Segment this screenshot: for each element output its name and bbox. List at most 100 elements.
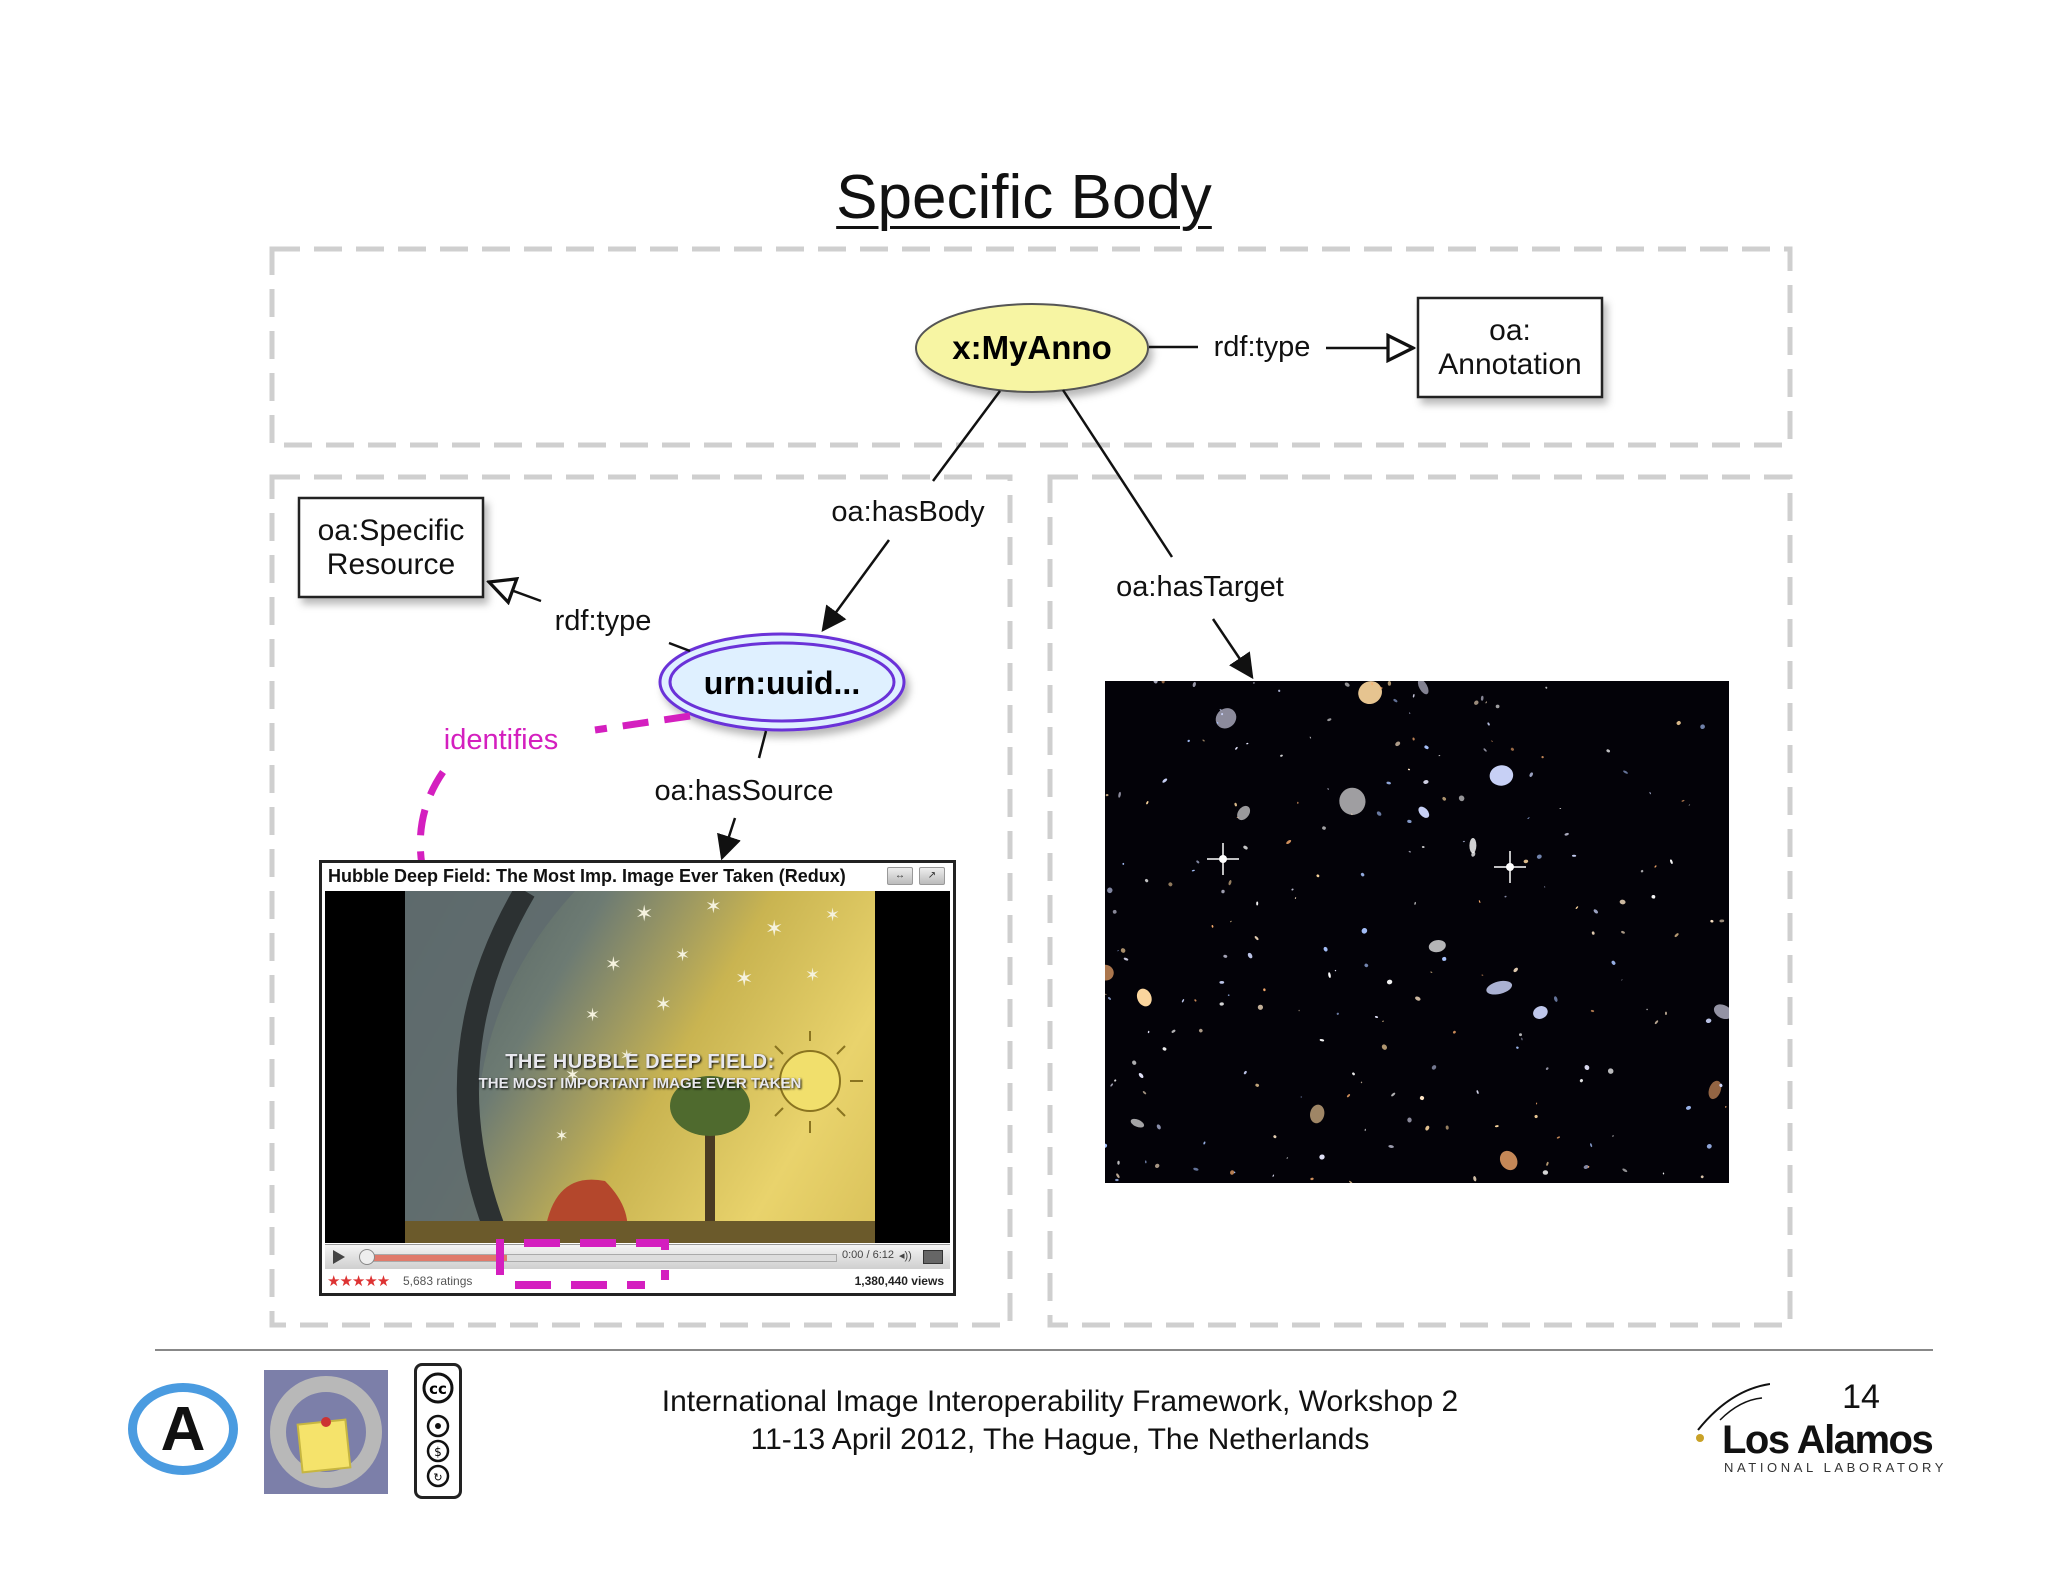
galaxy [1273,1135,1277,1139]
galaxy [1407,768,1411,771]
galaxy [1216,721,1219,724]
galaxy [1713,1004,1729,1020]
galaxy [1499,1150,1518,1171]
lab-subtitle: NATIONAL LABORATORY [1724,1460,1947,1475]
galaxy [1114,1079,1117,1082]
play-icon[interactable] [333,1250,345,1264]
galaxy [1649,791,1651,795]
galaxy [1611,960,1616,965]
has-source-arrow [717,817,741,861]
expand-button[interactable]: ↔ [887,867,913,885]
galaxy [1469,838,1477,854]
galaxy [1132,1060,1137,1065]
galaxy [1339,787,1366,815]
galaxy [1491,740,1493,742]
galaxy [1223,954,1228,958]
galaxy [1412,737,1415,741]
rating-stars[interactable]: ★★★★★ [327,1273,390,1290]
svg-text:✶: ✶ [605,954,622,976]
galaxy [1386,781,1391,785]
galaxy [1280,754,1283,757]
galaxy [1257,1004,1263,1010]
galaxy [1579,1078,1583,1083]
galaxy [1192,681,1196,688]
annotation-logo-letter: A [160,1394,206,1464]
galaxy [1654,865,1657,868]
volume-icon[interactable]: ◂)) [899,1250,912,1262]
galaxy [1407,819,1412,824]
galaxy [1130,1118,1145,1128]
galaxy [1116,1173,1120,1179]
galaxy [1478,900,1481,904]
galaxy [1593,909,1599,914]
galaxy [1612,1135,1614,1137]
svg-text:✶: ✶ [635,901,653,926]
video-overlay-subtitle: THE MOST IMPORTANT IMAGE EVER TAKEN [478,1075,802,1092]
block-button[interactable]: ↗ [919,867,945,885]
video-controls: 0:00 / 6:12 ◂)) [325,1244,950,1269]
galaxy [1421,846,1425,848]
galaxy [1640,869,1644,873]
event-dates: 11-13 April 2012, The Hague, The Netherl… [750,1423,1370,1456]
galaxy [1572,854,1577,857]
galaxy [1688,804,1691,806]
has-body-label: oa:hasBody [831,496,985,528]
galaxy [1541,755,1544,759]
flammarion-engraving: ✶✶ ✶✶ ✶✶ ✶✶ ✶✶ ✶✶ ✶ [405,891,875,1243]
galaxy [1438,755,1441,757]
galaxy [1523,859,1529,864]
galaxy [1168,882,1173,887]
video-screen[interactable]: ✶✶ ✶✶ ✶✶ ✶✶ ✶✶ ✶✶ ✶ [325,891,950,1243]
galaxy [1591,931,1595,935]
galaxy [1255,1083,1260,1087]
type-body-arrow [489,582,542,601]
galaxy [1252,682,1255,684]
galaxy [1424,745,1429,750]
galaxy [1319,1154,1325,1160]
svg-text:✶: ✶ [805,965,820,985]
galaxy [1670,859,1673,864]
galaxy [1414,901,1416,905]
has-body-line-a [931,390,1002,482]
galaxy [1393,698,1398,703]
galaxy [1153,681,1158,684]
galaxy [1122,862,1125,865]
galaxy [1310,1177,1314,1181]
seek-handle[interactable] [359,1249,375,1265]
galaxy [1286,1157,1289,1159]
galaxy [1529,772,1533,777]
galaxy [1387,681,1392,686]
fullscreen-icon[interactable] [923,1250,943,1264]
galaxy [1344,682,1350,687]
galaxy [1117,1160,1120,1165]
identifies-link-a [594,712,691,734]
galaxy [1516,1046,1519,1049]
galaxy [1417,681,1429,695]
galaxy [1181,999,1185,1003]
galaxy [1156,1124,1161,1130]
galaxy [1725,1106,1727,1108]
galaxy [1504,895,1507,898]
galaxy [1358,681,1382,705]
galaxy [1452,1030,1456,1034]
galaxy [1351,813,1353,816]
galaxy [1120,948,1126,953]
galaxy [1542,1170,1549,1175]
galaxy [1211,925,1214,928]
galaxy [1364,1128,1367,1132]
galaxy [1105,1143,1108,1148]
galaxy [1425,1125,1430,1131]
galaxy [1316,874,1320,878]
galaxy [1473,1176,1477,1182]
seek-buffered [366,1255,507,1261]
galaxy [1243,1070,1247,1075]
event-name: International Image Interoperability Fra… [661,1385,1459,1418]
type-top-label: rdf:type [1214,331,1311,363]
video-player[interactable]: Hubble Deep Field: The Most Imp. Image E… [319,860,956,1296]
engraving-art: ✶✶ ✶✶ ✶✶ ✶✶ ✶✶ ✶✶ ✶ [405,891,875,1243]
galaxy [1418,806,1430,818]
body-type-box [297,496,485,599]
svg-text:$: $ [434,1445,442,1459]
galaxy [1381,1044,1387,1050]
video-title: Hubble Deep Field: The Most Imp. Image E… [328,866,846,886]
